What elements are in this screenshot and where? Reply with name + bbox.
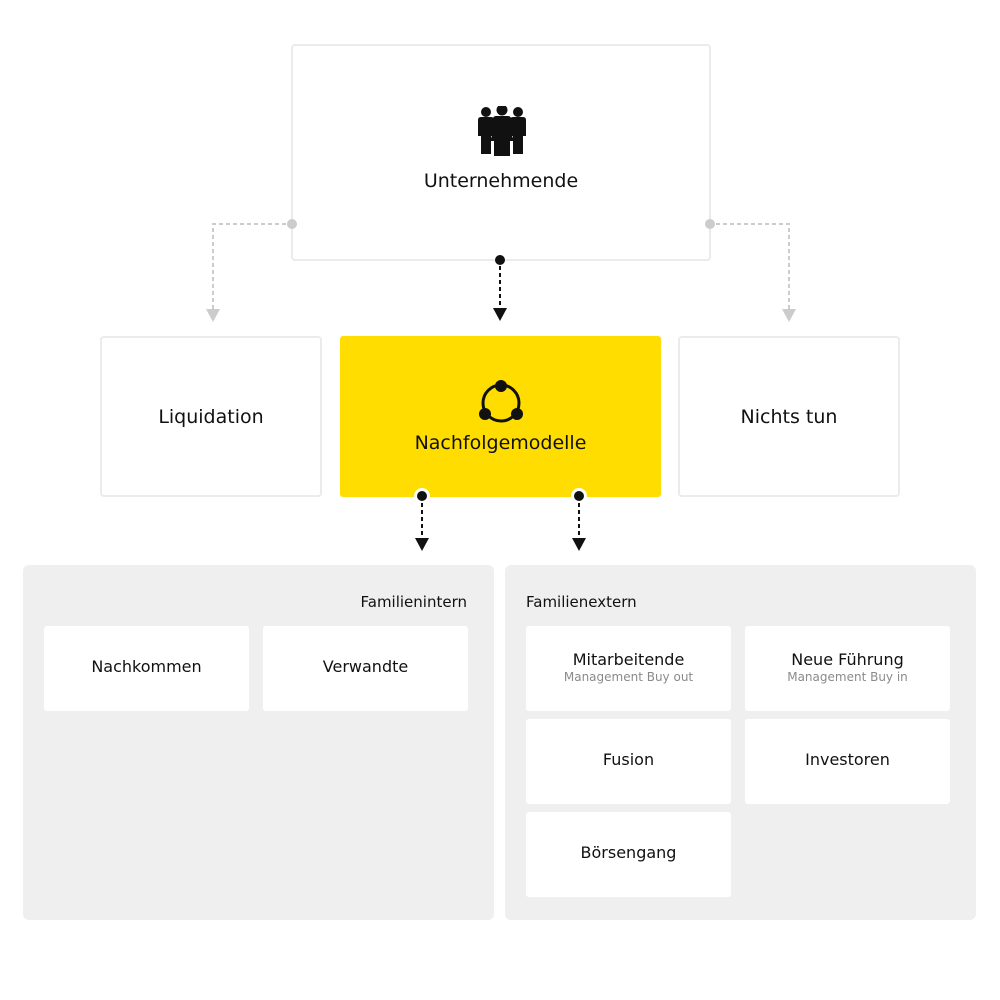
option-card: Mitarbeitende Management Buy out	[526, 626, 731, 711]
liquidation-box: Liquidation	[100, 336, 322, 497]
people-icon	[478, 106, 526, 156]
do-nothing-box: Nichts tun	[678, 336, 900, 497]
option-title: Börsengang	[580, 843, 677, 862]
family-external-panel: Familienextern Mitarbeitende Management …	[505, 565, 976, 920]
entrepreneurs-label: Unternehmende	[423, 170, 579, 192]
option-title: Mitarbeitende	[572, 650, 685, 669]
option-card: Neue Führung Management Buy in	[745, 626, 950, 711]
arrow-to-liquidation	[206, 219, 297, 322]
arrow-to-do-nothing	[705, 219, 796, 322]
option-card: Nachkommen	[44, 626, 249, 711]
network-icon	[479, 380, 523, 423]
succession-models-box: Nachfolgemodelle	[340, 336, 661, 497]
option-title: Nachkommen	[91, 657, 202, 676]
option-card: Börsengang	[526, 812, 731, 897]
family-internal-panel: Familienintern Nachkommen Verwandte	[23, 565, 494, 920]
option-title: Investoren	[805, 750, 890, 769]
option-card: Fusion	[526, 719, 731, 804]
option-subtitle: Management Buy in	[787, 670, 908, 684]
option-title: Neue Führung	[791, 650, 904, 669]
arrow-to-family-internal	[414, 488, 430, 551]
option-card: Investoren	[745, 719, 950, 804]
arrow-to-family-external	[571, 488, 587, 551]
option-title: Fusion	[602, 750, 655, 769]
family-internal-title: Familienintern	[360, 593, 468, 611]
family-external-title: Familienextern	[526, 593, 637, 611]
entrepreneurs-box: Unternehmende	[291, 44, 711, 261]
do-nothing-label: Nichts tun	[740, 406, 838, 428]
succession-models-label: Nachfolgemodelle	[414, 432, 587, 454]
option-subtitle: Management Buy out	[563, 670, 694, 684]
arrow-to-succession-models	[493, 255, 507, 321]
liquidation-label: Liquidation	[158, 406, 264, 428]
option-card: Verwandte	[263, 626, 468, 711]
option-title: Verwandte	[322, 657, 409, 676]
